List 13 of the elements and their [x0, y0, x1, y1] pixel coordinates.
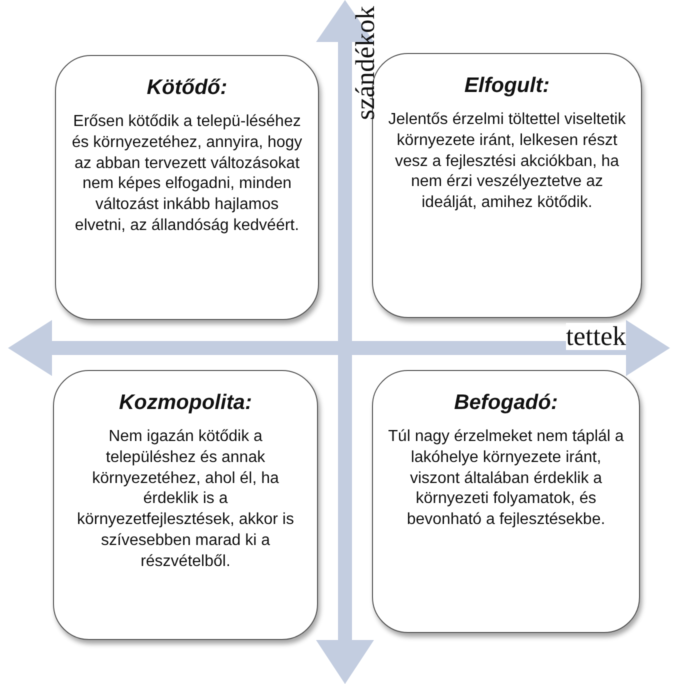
horizontal-axis-label: tettek — [566, 323, 626, 350]
quadrant-card — [55, 55, 319, 320]
card-description: Túl nagy érzelmeket nem táplál a lakóhelye környezete iránt, viszont általában érdeklik a környezeti folyamatok, és bevonható a fejlesztésekbe. — [387, 427, 625, 530]
card-heading: Kötődő: — [146, 76, 228, 100]
vertical-axis-label: szándékok — [352, 6, 379, 120]
quadrant-card — [372, 370, 640, 633]
card-description: Nem igazán kötődik a településhez és annak környezetéhez, ahol él, ha érdeklik is a környezetfejlesztések, akkor is szívesebben marad ki a részvételből. — [76, 427, 295, 572]
card-heading: Befogadó: — [454, 391, 558, 415]
card-heading: Kozmopolita: — [119, 391, 252, 415]
quadrant-card — [53, 370, 318, 640]
card-description: Jelentős érzelmi töltettel viseltetik környezete iránt, lelkesen részt vesz a fejlesztési akciókban, ha nem érzi veszélyeztetve az ideálját, amihez kötődik. — [387, 110, 627, 214]
card-heading: Elfogult: — [464, 74, 550, 98]
card-description: Erősen kötődik a telepü-léséhez és környezetéhez, annyira, hogy az abban tervezett változásokat nem képes elfogadni, minden változást inkább hajlamos elvetni, az állandóság kedvéért. — [70, 112, 304, 236]
